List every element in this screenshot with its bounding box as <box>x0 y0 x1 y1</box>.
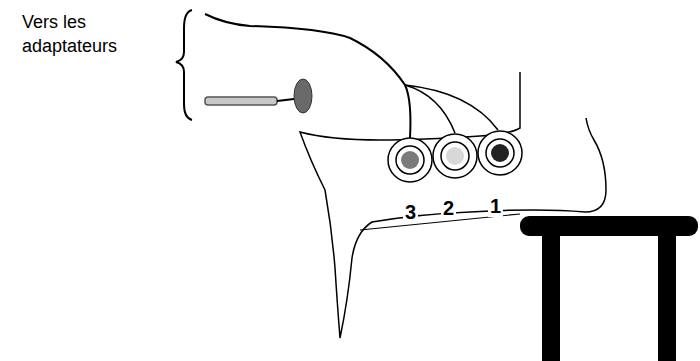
electrode <box>396 146 424 174</box>
callout-number: 2 <box>441 197 456 219</box>
electrode <box>433 134 477 178</box>
probe-wire <box>277 99 294 101</box>
wire <box>405 85 455 133</box>
electrode <box>486 139 514 167</box>
wire <box>405 85 498 130</box>
stand-leg <box>542 230 560 361</box>
electrode <box>441 142 469 170</box>
electrode-core <box>491 144 509 162</box>
target-label: Vers les adaptateurs <box>22 10 172 58</box>
brace <box>176 10 192 120</box>
electrode-core <box>446 147 464 165</box>
electrode-core <box>401 151 419 169</box>
stand-leg <box>658 230 676 361</box>
callout-number: 1 <box>488 195 503 217</box>
wire <box>205 14 410 138</box>
electrode <box>478 131 522 175</box>
probe-ball <box>294 79 312 113</box>
callout-number: 3 <box>403 201 418 223</box>
electrode <box>388 138 432 182</box>
probe-rod <box>205 97 277 105</box>
body-outline <box>300 72 606 338</box>
